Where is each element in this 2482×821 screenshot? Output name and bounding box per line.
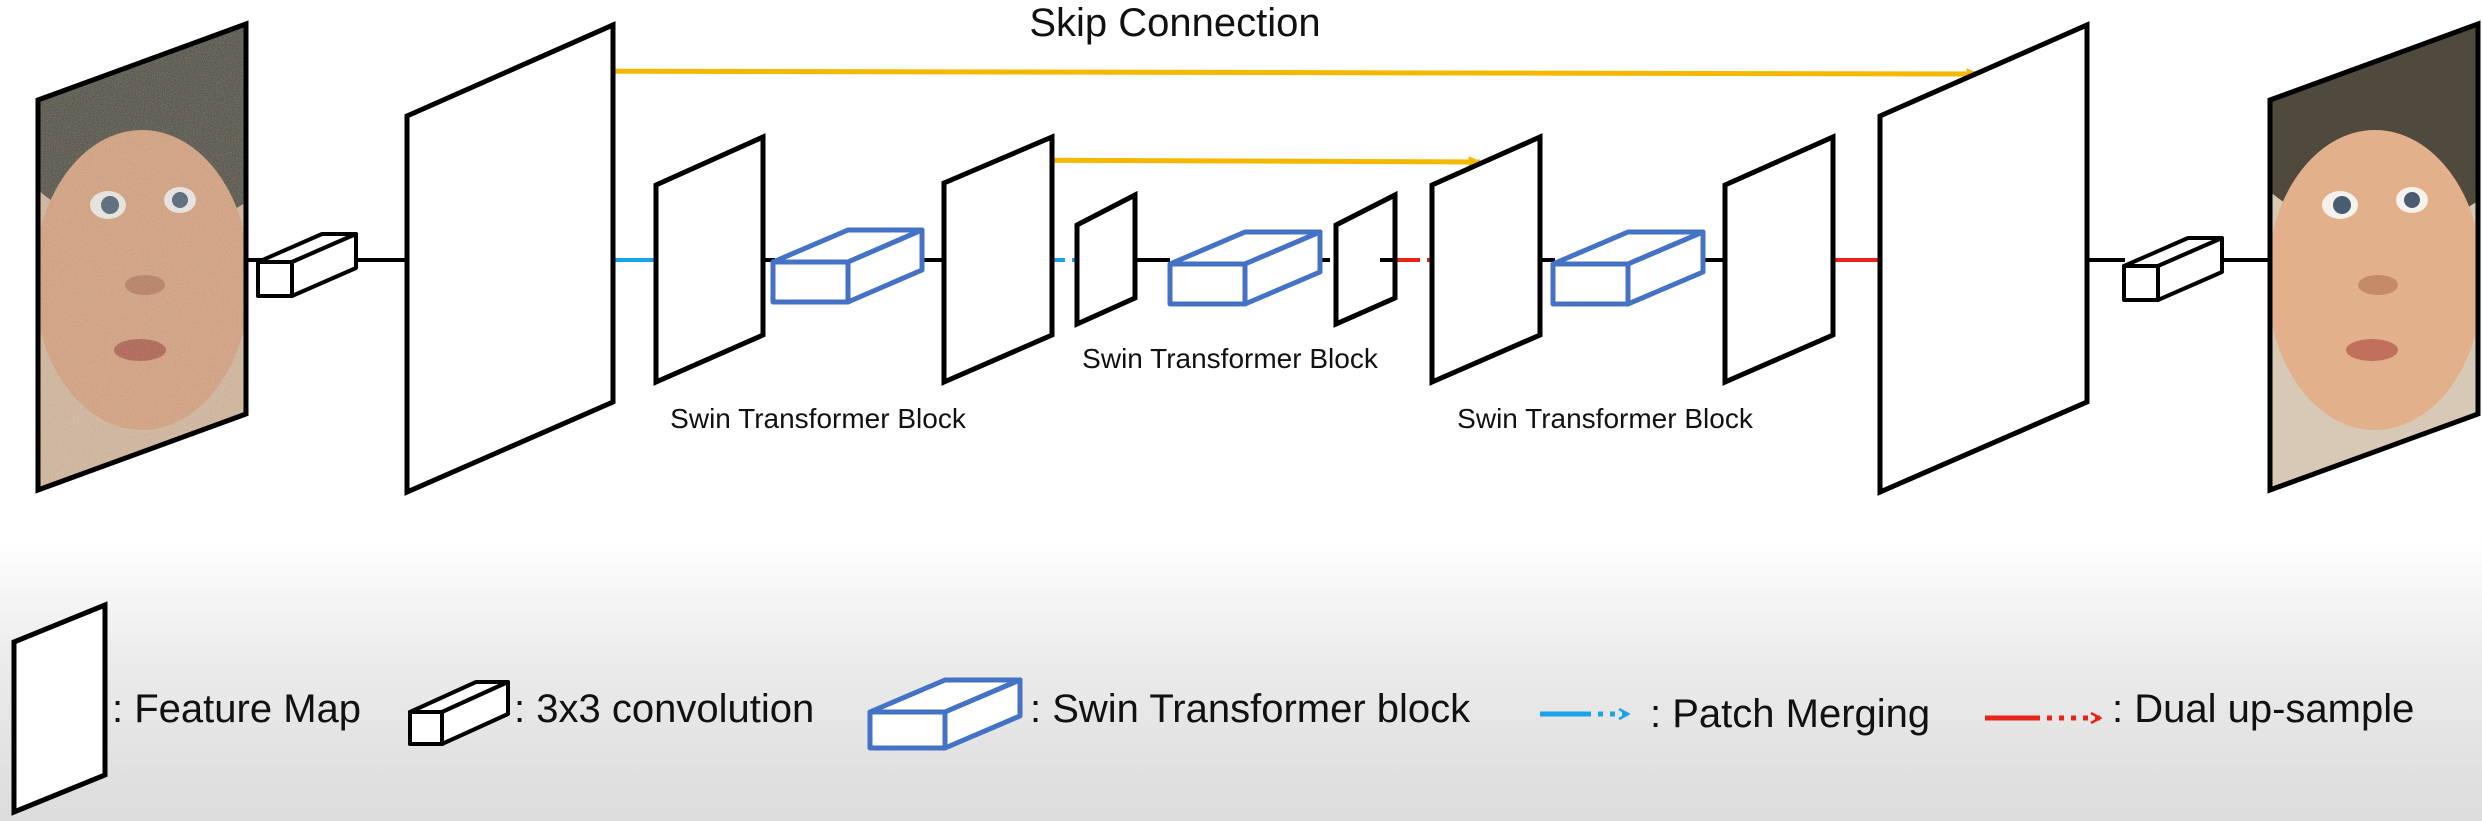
legend-conv-icon (408, 680, 510, 746)
feature-map-4 (1074, 190, 1138, 328)
legend-swin-label: : Swin Transformer block (1030, 687, 1471, 731)
swin-block-2 (1167, 229, 1323, 307)
feature-map-5 (1333, 190, 1398, 328)
feature-map-6 (1429, 133, 1543, 386)
feature-maps (404, 21, 2090, 496)
legend-feature-map-icon (11, 601, 108, 816)
skip-connection-label: Skip Connection (1029, 1, 1320, 45)
legend: : Feature Map : 3x3 convolution : Swin T… (11, 601, 2414, 816)
feature-map-7 (1722, 133, 1836, 386)
feature-map-3 (941, 133, 1055, 386)
swin-block-1 (770, 227, 925, 305)
swin-block-label-1: Swin Transformer Block (670, 403, 967, 434)
conv-block-right (2122, 236, 2224, 302)
feature-map-8 (1877, 21, 2090, 496)
legend-background (0, 540, 2482, 821)
swin-block-label-3: Swin Transformer Block (1457, 403, 1754, 434)
legend-swin-icon (867, 677, 1023, 751)
feature-map-1 (404, 21, 616, 496)
legend-patch-merging-label: : Patch Merging (1650, 692, 1930, 736)
legend-conv-label: : 3x3 convolution (514, 687, 814, 731)
legend-feature-map-label: : Feature Map (112, 687, 361, 731)
feature-map-2 (653, 133, 766, 386)
input-image-frame (35, 20, 249, 494)
input-image (35, 20, 249, 494)
output-image-frame (2267, 20, 2481, 494)
skip-connection-outer (507, 68, 1981, 80)
skip-connection-inner (999, 156, 1483, 168)
swin-block-label-2: Swin Transformer Block (1082, 343, 1379, 374)
swin-block-3 (1550, 229, 1706, 307)
output-image (2267, 20, 2481, 494)
skip-connections (507, 68, 1981, 168)
legend-dual-upsample-label: : Dual up-sample (2112, 687, 2414, 731)
conv-block-left (256, 232, 358, 298)
